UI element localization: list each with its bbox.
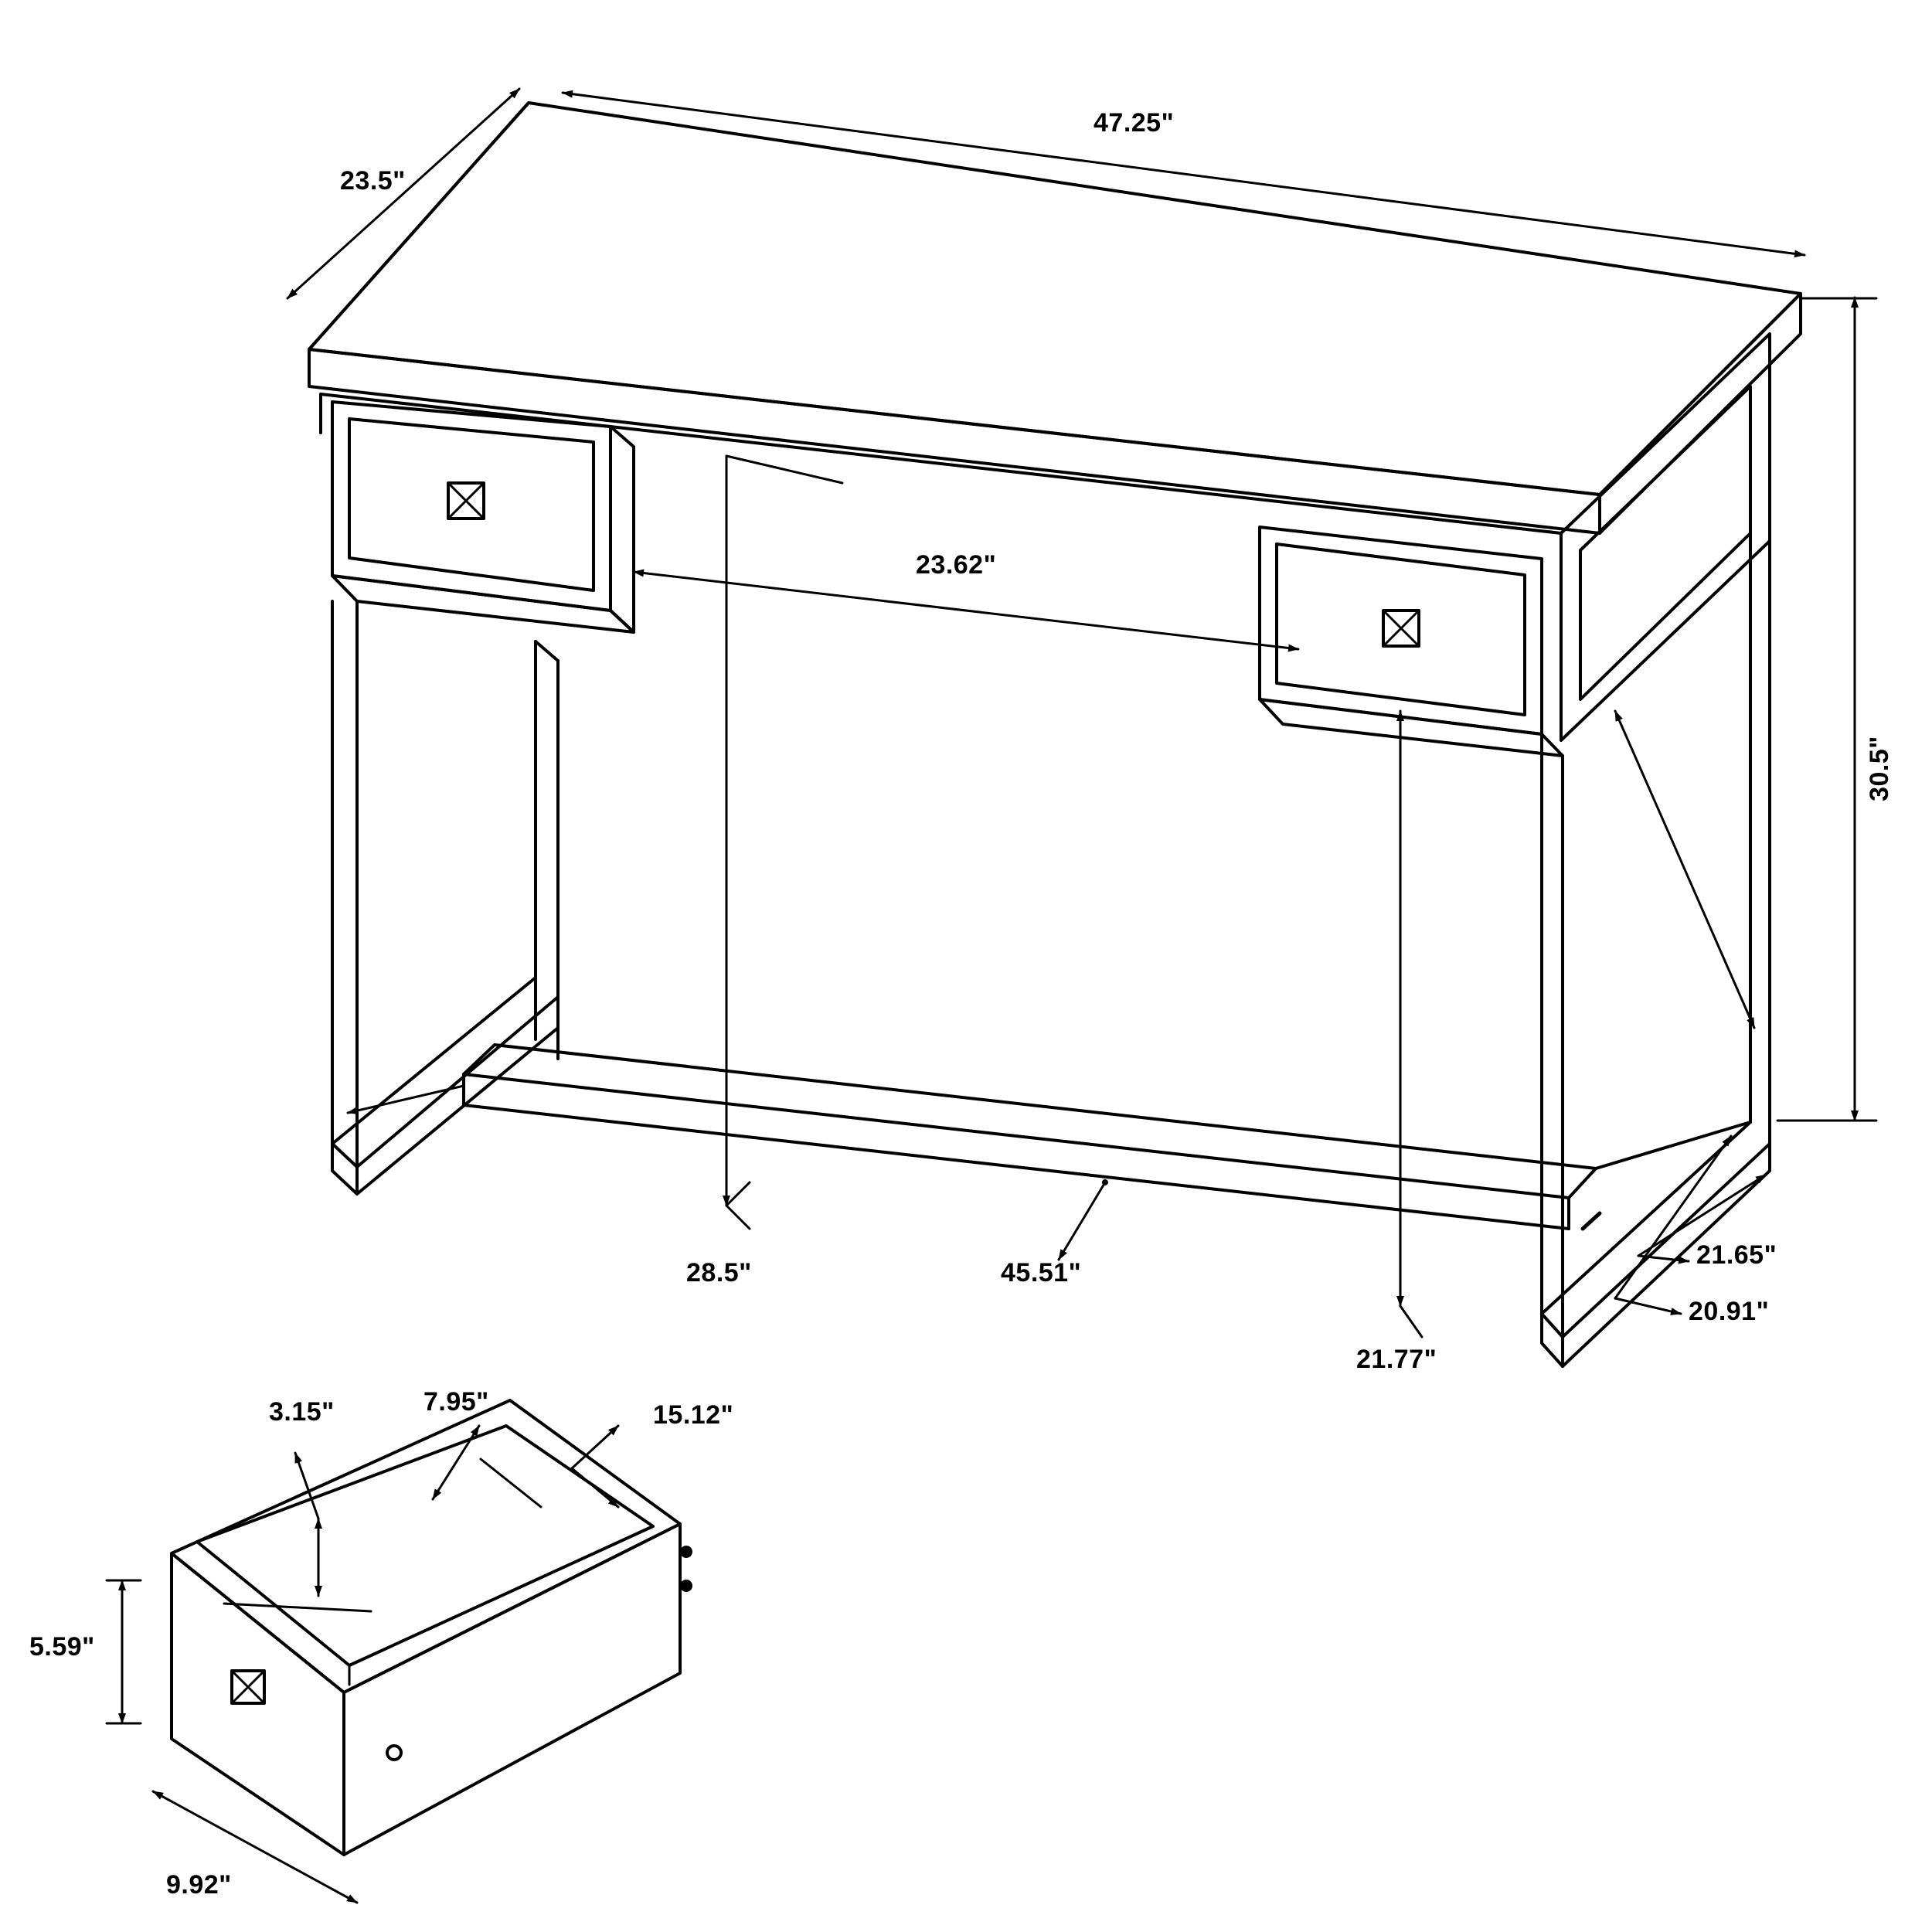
left-drawer-pull-cross bbox=[447, 481, 485, 520]
left-foot-top bbox=[355, 995, 560, 1168]
dim-label-drawer-depth: 9.92" bbox=[166, 1870, 232, 1900]
left-rear-leg-top-cap bbox=[534, 640, 560, 662]
dim-leader-foot-b bbox=[1614, 1297, 1682, 1315]
dim-leader-drawer-inner-w bbox=[570, 1424, 620, 1470]
right-front-leg-foot bbox=[1540, 1312, 1564, 1338]
dim-leader-stretcher bbox=[1057, 1179, 1108, 1261]
drawer-top-rim bbox=[170, 1399, 682, 1694]
drawer-side-screw-1 bbox=[680, 1546, 692, 1558]
dim-leader-drawer-inner-h bbox=[294, 1451, 320, 1520]
right-foot-upper bbox=[1540, 1121, 1752, 1315]
right-drawer-pull bbox=[1382, 609, 1420, 648]
right-foot-front-thickness bbox=[1540, 1312, 1564, 1368]
dim-leader-right-height bbox=[1399, 1304, 1423, 1338]
dim-line-side-panel bbox=[1614, 709, 1756, 1029]
left-drawer-pull bbox=[447, 481, 485, 520]
desk-isometric-view bbox=[286, 87, 1878, 1368]
left-drawer-bottom-face bbox=[331, 574, 635, 634]
dim-leader-left-foot bbox=[346, 1084, 465, 1114]
desk-top-left-edge bbox=[308, 101, 530, 351]
stretcher-top-edge bbox=[462, 1073, 1570, 1199]
left-drawer-inner-bevel bbox=[348, 417, 595, 592]
stretcher-right-joint bbox=[1594, 1121, 1752, 1170]
drawer-interior-line bbox=[223, 1602, 372, 1613]
dim-line-drawer-span bbox=[632, 569, 1300, 652]
dim-label-drawer-height: 5.59" bbox=[29, 1632, 95, 1662]
desk-top-front-edge bbox=[308, 348, 1601, 535]
left-front-leg-foot bbox=[331, 1142, 359, 1168]
dim-label-clearance: 28.5" bbox=[686, 1258, 752, 1287]
apron-top-line bbox=[319, 393, 1563, 535]
left-foot-front-thickness bbox=[331, 1142, 359, 1196]
left-drawer-side-face bbox=[609, 425, 635, 634]
dim-label-foot-b: 20.91" bbox=[1689, 1297, 1770, 1326]
dim-label-drawer-span: 23.62" bbox=[916, 550, 997, 580]
dim-label-drawer-inner-h: 3.15" bbox=[269, 1397, 335, 1427]
stretcher-bottom-edge bbox=[462, 1104, 1570, 1230]
left-foot-upper bbox=[331, 976, 537, 1145]
dim-leader-clearance bbox=[725, 454, 844, 485]
right-drawer-pull-cross bbox=[1382, 609, 1420, 648]
drawer-isometric-view bbox=[105, 1399, 692, 1904]
drawer-interior-bottom-2 bbox=[348, 1525, 655, 1667]
dim-arrow-clearance-bottom bbox=[725, 1181, 751, 1230]
dim-line-foot-a bbox=[1637, 1173, 1767, 1257]
corner-tick-1 bbox=[1580, 1211, 1602, 1231]
right-drawer-bottom-face bbox=[1258, 698, 1564, 757]
desk-top-right-edge bbox=[1598, 292, 1802, 535]
dim-line-foot-b bbox=[1614, 1134, 1733, 1300]
dim-line-drawer-depth bbox=[151, 1790, 359, 1904]
dim-label-right-height: 21.77" bbox=[1356, 1345, 1437, 1374]
right-foot-top bbox=[1561, 1142, 1771, 1338]
dim-label-width-top: 47.25" bbox=[1094, 108, 1175, 138]
drawer-interior-corner bbox=[479, 1458, 543, 1509]
dim-line-drawer-inner-d bbox=[431, 1424, 481, 1501]
dim-leader-foot-a bbox=[1637, 1254, 1690, 1264]
dim-label-height: 30.5" bbox=[1864, 736, 1894, 801]
drawer-side-face bbox=[342, 1522, 682, 1856]
left-foot-thickness bbox=[355, 995, 560, 1196]
drawer-pull-cross bbox=[230, 1669, 266, 1705]
dim-label-drawer-inner-w: 15.12" bbox=[653, 1400, 734, 1430]
drawer-interior-bottom bbox=[196, 1540, 351, 1686]
drawer-pull bbox=[230, 1669, 266, 1705]
drawer-front-screw bbox=[386, 1744, 403, 1761]
dim-line-drawer-inner-w bbox=[570, 1467, 620, 1509]
dim-label-drawer-inner-d: 7.95" bbox=[423, 1387, 489, 1417]
dim-line-depth-top bbox=[286, 87, 521, 300]
dim-label-foot-a: 21.65" bbox=[1696, 1240, 1777, 1270]
drawer-side-screw-2 bbox=[680, 1580, 692, 1592]
dim-line-width-top bbox=[561, 90, 1806, 258]
dim-label-depth-top: 23.5" bbox=[340, 166, 406, 196]
stretcher-top-face bbox=[462, 1043, 1597, 1199]
dim-label-stretcher: 45.51" bbox=[1001, 1258, 1082, 1287]
right-foot-thickness bbox=[1561, 1142, 1771, 1368]
